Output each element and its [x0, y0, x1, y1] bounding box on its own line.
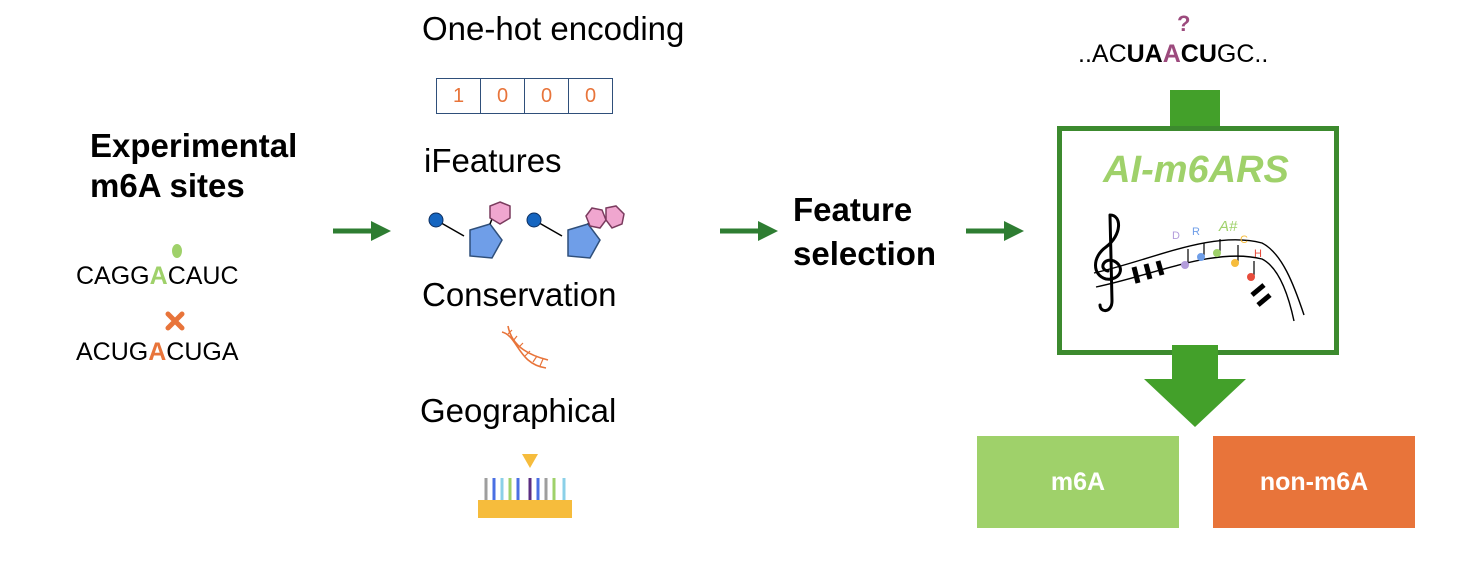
positive-sequence: CAGGACAUC [76, 262, 239, 291]
negative-seq-post: CUGA [166, 338, 239, 366]
note-letter-c: C [1240, 234, 1248, 246]
arrow-into-model [1170, 90, 1220, 128]
nucleotide-icon [428, 201, 511, 259]
arrow-to-model [966, 221, 1024, 241]
model-name: AI-m6ARS [1103, 149, 1289, 191]
negative-sequence: ACUGACUGA [76, 338, 239, 367]
query-question-mark: ? [1177, 11, 1191, 36]
nucleotide-pair-icon [526, 205, 625, 259]
note-letter-h: H [1254, 248, 1262, 260]
gene-track-icon [478, 454, 572, 518]
arrow-to-features [333, 221, 391, 241]
onehot-cell: 1 [437, 79, 481, 113]
negative-seq-site: A [148, 338, 167, 366]
query-seq-bold2: CU [1180, 40, 1217, 68]
onehot-title: One-hot encoding [422, 10, 685, 47]
experimental-title: Experimental m6A sites [90, 126, 297, 206]
negative-site-cross-icon [165, 311, 185, 331]
output-non-m6a: non-m6A [1213, 436, 1415, 528]
positive-site-dot [172, 244, 182, 258]
geographical-title: Geographical [420, 392, 617, 429]
positive-seq-pre: CAGG [76, 262, 150, 290]
onehot-vector: 1 0 0 0 [436, 78, 613, 114]
onehot-cell: 0 [525, 79, 569, 113]
experimental-title-line2: m6A sites [90, 167, 245, 204]
ifeatures-title: iFeatures [424, 142, 562, 179]
query-sequence: ..ACUAACUGC.. [1078, 40, 1268, 69]
feature-selection-line2: selection [793, 235, 937, 272]
note-letter-d: D [1172, 230, 1180, 242]
query-seq-pre: ..AC [1078, 40, 1127, 68]
query-seq-site: A [1162, 40, 1181, 68]
feature-selection-label: Feature selection [793, 188, 936, 276]
note-letter-a-sharp: A# [1218, 218, 1238, 235]
positive-seq-site: A [149, 262, 168, 290]
music-staff-icon: D R A# C H [1093, 213, 1305, 322]
experimental-title-line1: Experimental [90, 127, 298, 164]
negative-seq-pre: ACUG [76, 338, 149, 366]
feature-selection-line1: Feature [793, 191, 913, 228]
arrow-to-outputs [1144, 345, 1246, 427]
query-seq-post: GC.. [1216, 40, 1269, 68]
onehot-cell: 0 [481, 79, 525, 113]
conservation-title: Conservation [422, 276, 617, 313]
query-seq-bold1: UA [1126, 40, 1163, 68]
dna-helix-icon [501, 325, 549, 369]
onehot-cell: 0 [584, 85, 597, 107]
output-m6a: m6A [977, 436, 1179, 528]
note-letter-r: R [1192, 226, 1200, 238]
arrow-to-selection [720, 221, 778, 241]
positive-seq-post: CAUC [167, 262, 239, 290]
